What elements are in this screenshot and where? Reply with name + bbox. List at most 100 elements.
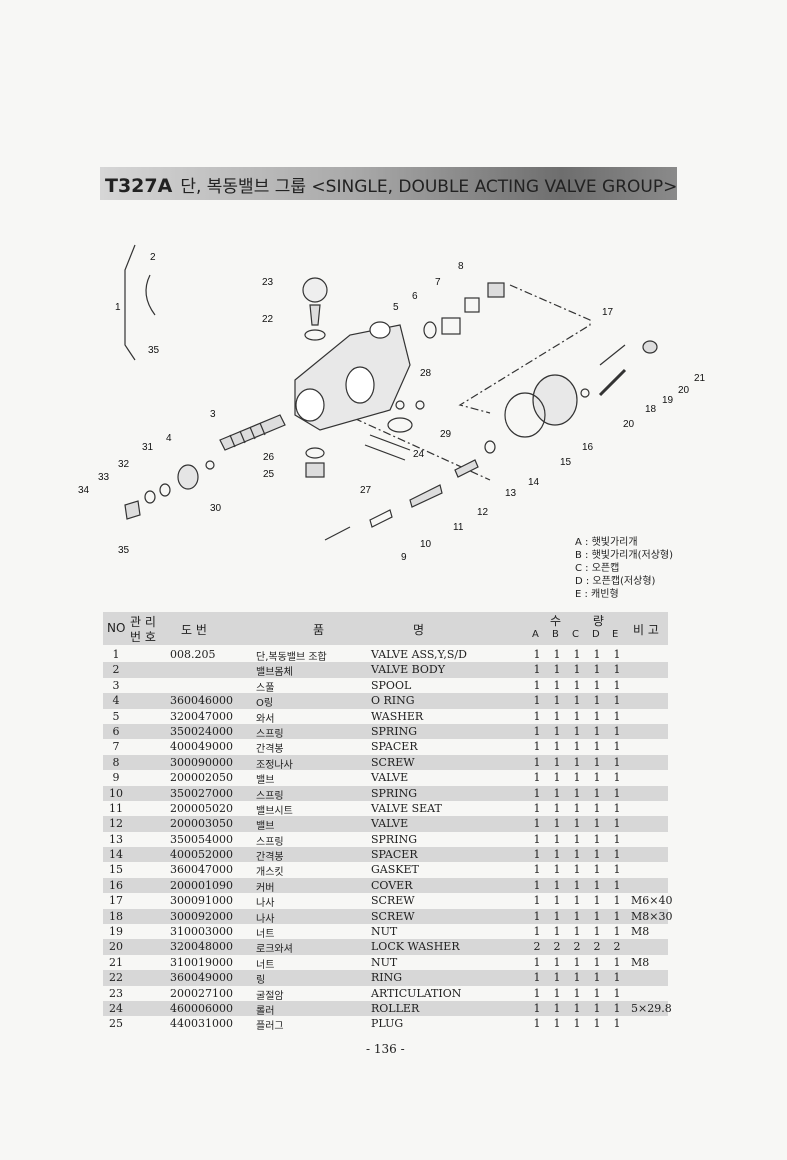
row-qty: 1 xyxy=(533,971,541,985)
diagram-label: 9 xyxy=(401,552,407,563)
row-qty: 1 xyxy=(553,1001,561,1015)
row-qty: 1 xyxy=(573,1017,581,1031)
header-qty-d: D xyxy=(592,629,600,640)
row-remark: M8 xyxy=(631,925,650,939)
diagram-label: 20 xyxy=(678,385,690,396)
row-drawing-no: 350027000 xyxy=(170,786,233,800)
diagram-label: 32 xyxy=(118,459,130,470)
row-qty: 2 xyxy=(553,940,561,954)
row-qty: 1 xyxy=(573,925,581,939)
row-qty: 1 xyxy=(593,663,601,677)
row-english-name: SPRING xyxy=(371,832,417,846)
row-english-name: PLUG xyxy=(371,1017,404,1031)
row-qty: 1 xyxy=(613,786,621,800)
row-no: 22 xyxy=(109,971,123,985)
exploded-parts-diagram: 2 1 35 23 22 8 7 6 5 17 21 20 19 18 28 2… xyxy=(78,244,706,563)
row-no: 1 xyxy=(112,648,120,661)
row-no: 10 xyxy=(109,786,123,800)
row-english-name: NUT xyxy=(371,955,398,969)
row-drawing-no: 300092000 xyxy=(170,909,233,923)
row-qty: 1 xyxy=(613,663,621,677)
row-qty: 1 xyxy=(613,894,621,908)
row-qty: 1 xyxy=(593,694,601,708)
row-qty: 1 xyxy=(553,786,561,800)
diagram-label: 35 xyxy=(148,345,160,356)
diagram-label: 14 xyxy=(528,477,540,488)
row-korean-name: 나사 xyxy=(256,913,275,925)
row-qty: 1 xyxy=(593,848,601,862)
row-remark: M8×30 xyxy=(631,909,673,923)
row-english-name: SCREW xyxy=(371,755,415,769)
row-qty: 1 xyxy=(533,678,541,692)
row-drawing-no: 200027100 xyxy=(170,986,233,1000)
row-korean-name: 스풀 xyxy=(256,682,275,694)
row-qty: 1 xyxy=(593,971,601,985)
row-qty: 1 xyxy=(573,724,581,738)
row-qty: 1 xyxy=(613,971,621,985)
row-qty: 1 xyxy=(593,925,601,939)
row-qty: 1 xyxy=(553,955,561,969)
row-no: 13 xyxy=(109,832,123,846)
row-no: 11 xyxy=(109,801,123,815)
row-qty: 1 xyxy=(573,740,581,754)
row-qty: 1 xyxy=(613,724,621,738)
row-qty: 1 xyxy=(533,648,541,661)
row-remark: M8 xyxy=(631,955,650,969)
row-qty: 1 xyxy=(573,755,581,769)
row-no: 18 xyxy=(109,909,123,923)
row-qty: 1 xyxy=(593,648,601,661)
header-drawing: 도 번 xyxy=(181,623,207,637)
header-qty-c: C xyxy=(572,629,579,640)
row-qty: 2 xyxy=(573,940,581,954)
row-qty: 1 xyxy=(553,740,561,754)
row-qty: 1 xyxy=(613,955,621,969)
row-english-name: VALVE BODY xyxy=(371,663,445,677)
row-qty: 1 xyxy=(593,986,601,1000)
row-no: 19 xyxy=(109,925,123,939)
row-no: 25 xyxy=(109,1017,123,1031)
row-qty: 1 xyxy=(553,863,561,877)
row-qty: 1 xyxy=(613,848,621,862)
row-english-name: SPACER xyxy=(371,740,418,754)
row-no: 3 xyxy=(112,678,120,692)
row-qty: 1 xyxy=(533,801,541,815)
row-drawing-no: 300091000 xyxy=(170,894,233,908)
row-qty: 1 xyxy=(553,1017,561,1031)
row-korean-name: 조정나사 xyxy=(256,759,293,771)
row-qty: 1 xyxy=(533,771,541,785)
row-korean-name: 로크와셔 xyxy=(256,944,293,956)
row-qty: 1 xyxy=(613,1017,621,1031)
row-qty: 1 xyxy=(573,771,581,785)
row-qty: 1 xyxy=(613,925,621,939)
row-english-name: SPACER xyxy=(371,848,418,862)
row-qty: 1 xyxy=(573,678,581,692)
row-qty: 1 xyxy=(613,878,621,892)
diagram-label: 26 xyxy=(263,452,275,463)
row-qty: 1 xyxy=(593,786,601,800)
row-qty: 1 xyxy=(573,955,581,969)
row-drawing-no: 360049000 xyxy=(170,971,233,985)
row-korean-name: 플러그 xyxy=(256,1021,284,1033)
row-no: 20 xyxy=(109,940,123,954)
row-qty: 1 xyxy=(553,678,561,692)
row-qty: 1 xyxy=(533,786,541,800)
row-qty: 1 xyxy=(573,694,581,708)
row-no: 24 xyxy=(109,1001,123,1015)
row-korean-name: 밸브 xyxy=(256,775,275,787)
row-korean-name: 와서 xyxy=(256,713,275,725)
row-qty: 1 xyxy=(533,724,541,738)
row-qty: 1 xyxy=(593,771,601,785)
diagram-label: 23 xyxy=(262,277,274,288)
row-qty: 1 xyxy=(553,663,561,677)
row-qty: 2 xyxy=(593,940,601,954)
diagram-label: 15 xyxy=(560,457,572,468)
legend-item: C : 오픈캡 xyxy=(575,563,620,574)
row-english-name: SPRING xyxy=(371,724,417,738)
row-korean-name: 간격봉 xyxy=(256,744,284,756)
row-qty: 1 xyxy=(533,755,541,769)
